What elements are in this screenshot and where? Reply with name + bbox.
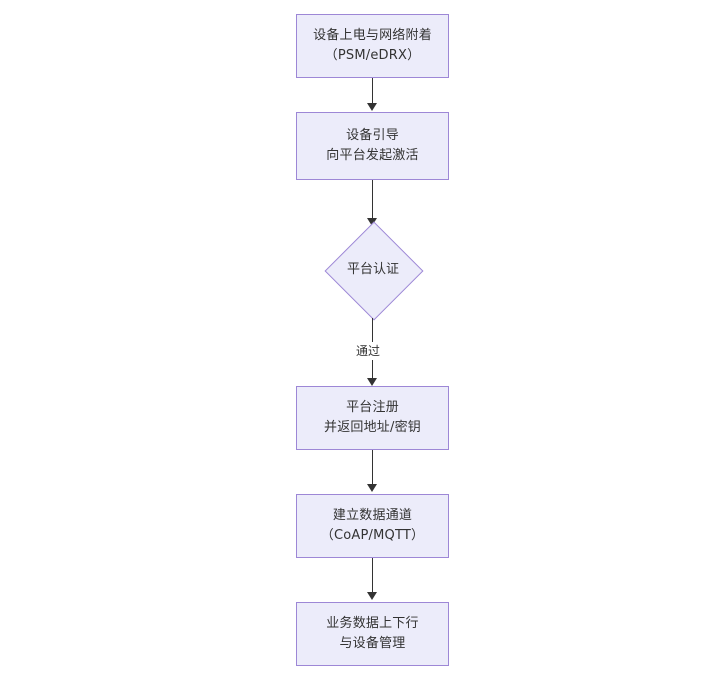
flow-node-line: 建立数据通道 [332, 508, 413, 523]
connector-n4-n5 [372, 450, 373, 486]
flow-node-device-bootstrap[interactable]: 设备引导 向平台发起激活 [296, 112, 449, 180]
flow-node-platform-register[interactable]: 平台注册 并返回地址/密钥 [296, 386, 449, 450]
connector-n2-n3 [372, 180, 373, 224]
flow-node-line: 业务数据上下行 [326, 616, 419, 631]
arrowhead-n1-n2 [367, 103, 377, 111]
flow-node-business-data[interactable]: 业务数据上下行 与设备管理 [296, 602, 449, 666]
flow-node-line: 设备上电与网络附着 [313, 28, 432, 43]
flow-node-platform-auth-decision[interactable]: 平台认证 [324, 221, 424, 321]
connector-n1-n2 [372, 78, 373, 105]
flow-node-data-channel[interactable]: 建立数据通道 （CoAP/MQTT） [296, 494, 449, 558]
flow-node-line: 平台注册 [346, 400, 399, 415]
flow-node-device-power-on[interactable]: 设备上电与网络附着 （PSM/eDRX） [296, 14, 449, 78]
flow-node-line: （PSM/eDRX） [324, 48, 421, 63]
flow-node-line: 设备引导 [346, 128, 399, 143]
flow-node-line: 与设备管理 [339, 636, 406, 651]
arrowhead-n4-n5 [367, 484, 377, 492]
arrowhead-n3-n4 [367, 378, 377, 386]
flow-node-line: 并返回地址/密钥 [324, 420, 421, 435]
flow-node-line: 平台认证 [346, 262, 399, 277]
arrowhead-n5-n6 [367, 592, 377, 600]
flow-node-line: （CoAP/MQTT） [320, 528, 425, 543]
flow-node-line: 向平台发起激活 [326, 148, 419, 163]
connector-label-pass: 通过 [353, 342, 384, 360]
connector-n5-n6 [372, 558, 373, 594]
